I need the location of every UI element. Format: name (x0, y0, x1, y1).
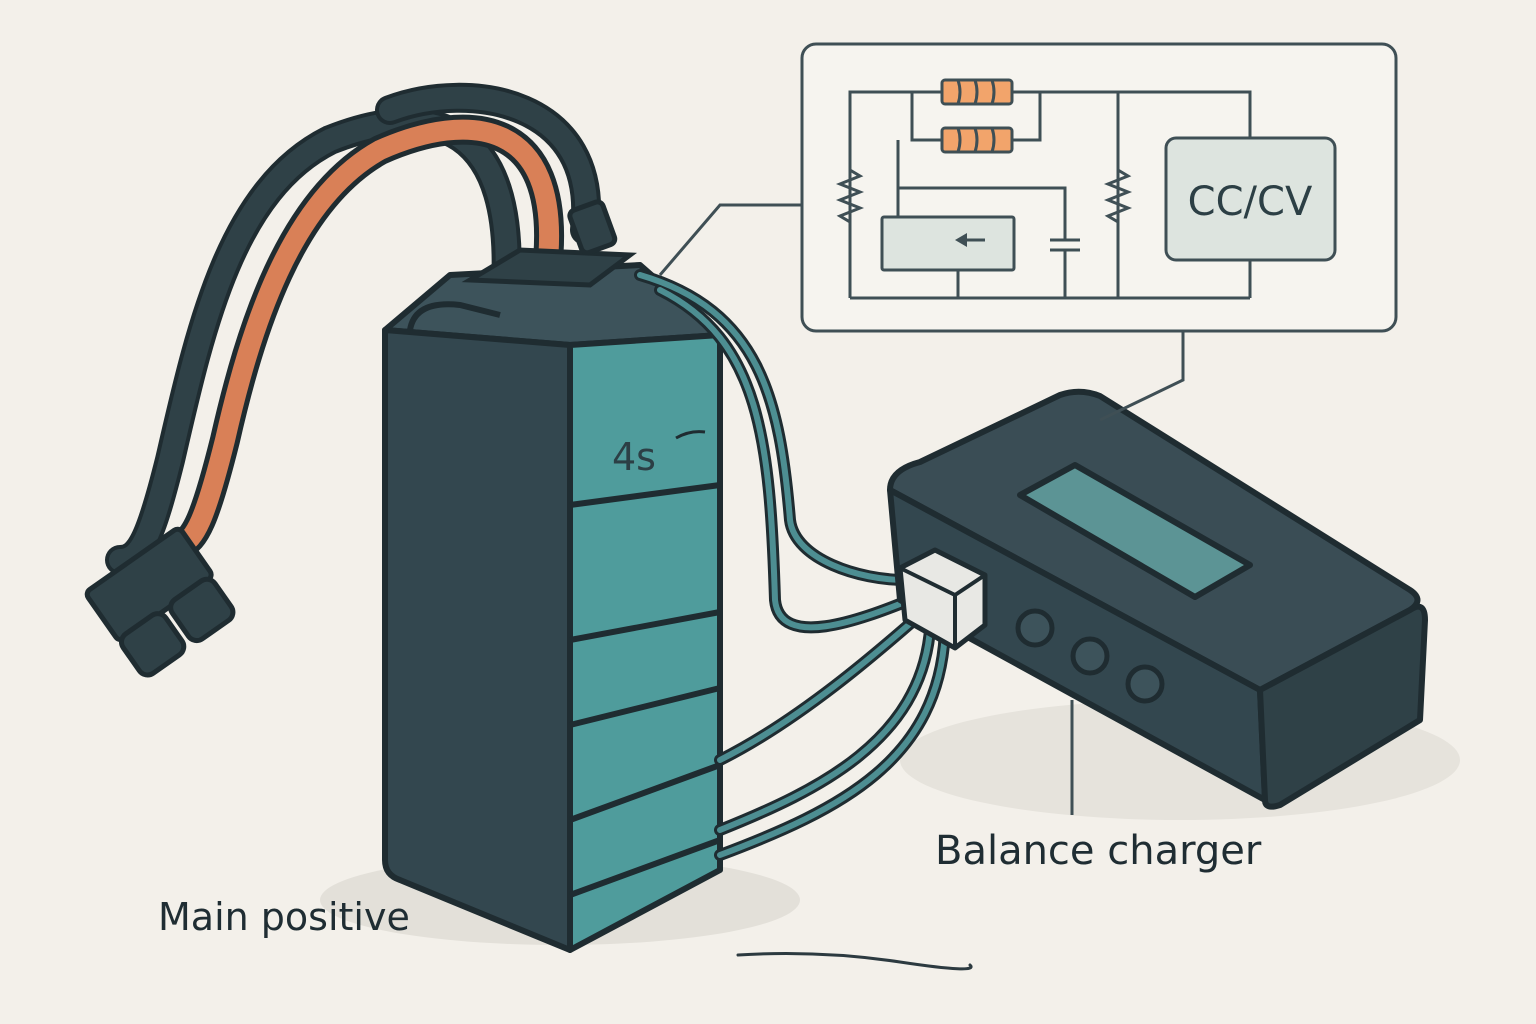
battery-pack: 4s (382, 199, 723, 953)
battery-cap (461, 247, 638, 288)
main-wire-orange (170, 119, 560, 555)
rectifier-box (880, 215, 1016, 272)
circuit-callout: CC/CV (658, 42, 1398, 422)
arrow-left-icon (955, 233, 985, 247)
cell-count-dash (675, 430, 706, 440)
battery-front-face (567, 332, 723, 953)
main-positive-label: Main positive (158, 895, 410, 939)
charger-button-3[interactable] (1125, 664, 1165, 704)
wire-clamp (567, 199, 618, 256)
balance-plug (897, 547, 988, 651)
resistor-zigzag-icon-2 (1103, 160, 1133, 232)
capacitor-icon (1050, 238, 1080, 252)
balance-charger-unit (887, 388, 1428, 810)
callout-leader-battery (658, 203, 802, 276)
cc-cv-controller (1164, 136, 1337, 262)
balance-lead-wires (634, 269, 951, 861)
decorative-underline (736, 952, 973, 971)
charger-right-face (1257, 603, 1428, 810)
charger-screen (1017, 462, 1253, 600)
callout-leader-charger (1099, 331, 1185, 422)
xt-connector (84, 526, 236, 678)
cap-loop (407, 301, 501, 331)
resistor-2 (940, 126, 1014, 154)
main-wire-black-2 (379, 86, 598, 241)
charger-button-2[interactable] (1070, 636, 1110, 676)
resistor-zigzag-icon (835, 160, 865, 232)
main-power-wires (105, 82, 602, 575)
battery-left-face (382, 327, 573, 953)
cell-dividers (568, 482, 722, 898)
charger-button-1[interactable] (1015, 608, 1055, 648)
balance-charger-label: Balance charger (935, 828, 1262, 874)
cc-cv-label: CC/CV (1188, 179, 1313, 225)
cell-count-label: 4s (612, 435, 656, 479)
resistor-1 (940, 78, 1014, 106)
main-wire-black (109, 111, 518, 571)
